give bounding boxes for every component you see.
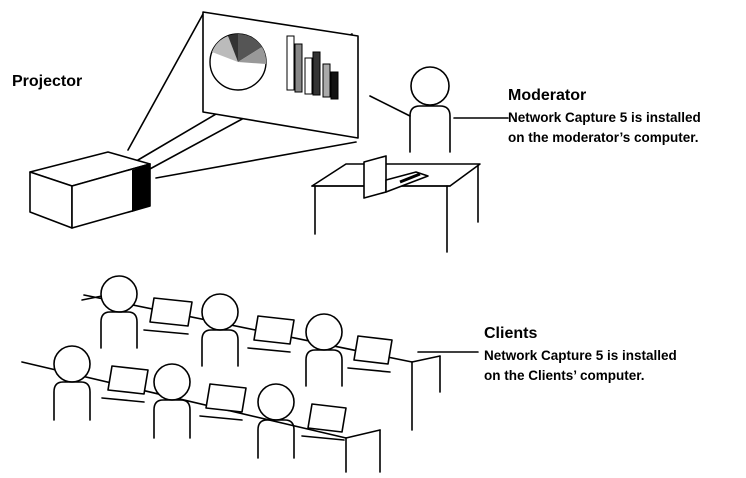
desk-icon: [311, 163, 481, 253]
laptop-icon: [247, 315, 295, 353]
client-person-icon: [153, 363, 191, 439]
laptop-icon: [363, 155, 429, 199]
clients-description-line-1: Network Capture 5 is installed: [484, 348, 677, 363]
client-person-icon: [53, 345, 91, 421]
client-person-icon: [100, 275, 138, 349]
moderator-description-line-2: on the moderator’s computer.: [508, 130, 699, 145]
client-people: [53, 275, 343, 459]
projector-icon: [29, 151, 151, 229]
projector-label: Projector: [12, 73, 83, 90]
client-laptops: [101, 297, 393, 441]
laptop-icon: [199, 383, 247, 421]
laptop-icon: [301, 403, 347, 441]
client-person-icon: [201, 293, 239, 367]
client-person-icon: [257, 383, 295, 459]
moderator-description-line-1: Network Capture 5 is installed: [508, 110, 701, 125]
clients-title: Clients: [484, 325, 538, 342]
laptop-icon: [347, 335, 393, 373]
moderator-title: Moderator: [508, 87, 587, 104]
screen-chart-icon: [202, 11, 359, 139]
client-person-icon: [305, 313, 343, 387]
clients-description-line-2: on the Clients’ computer.: [484, 368, 645, 383]
laptop-icon: [101, 365, 149, 403]
laptop-icon: [143, 297, 193, 335]
moderator-person-icon: [369, 66, 451, 153]
